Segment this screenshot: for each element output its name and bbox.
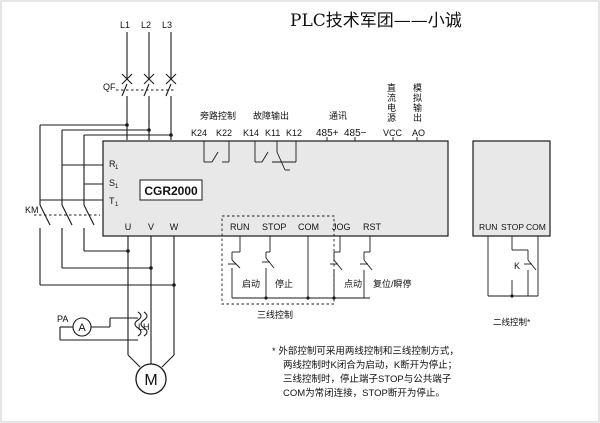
output-lines [126,236,176,355]
comm-terminal-stubs [326,137,418,141]
switch-jog-label: 点动 [344,279,362,289]
input-feed-lines [40,164,103,201]
header-dc-power: 直 流 电 源 [387,82,396,123]
motor-leads [127,354,175,368]
input-s1: S [109,178,115,188]
ctrl-rst: RST [363,222,382,232]
svg-text:输: 输 [413,102,422,113]
contactor-label: KM [25,205,39,215]
note-line-1: * 外部控制可采用两线控制和三线控制方式， [272,345,459,357]
svg-text:1: 1 [115,202,119,208]
output-v: V [148,222,154,232]
header-comm: 通讯 [329,111,347,121]
svg-text:模: 模 [413,83,422,93]
svg-text:拟: 拟 [413,92,422,103]
input-r1: R [109,159,116,169]
current-transformer-lh [134,311,148,337]
note-line-3: 三线控制时，停止端子STOP与公共端子 [283,373,452,385]
svg-text:直: 直 [387,82,396,93]
terminal-k22: K22 [216,128,232,138]
terminal-ao: AO [412,128,425,138]
svg-text:电: 电 [387,102,396,113]
two-wire-wiring [487,236,539,298]
switch-start-label: 启动 [242,278,260,289]
ctrl-stop: STOP [262,222,286,232]
ctrl-run: RUN [230,222,250,232]
model-label-box [139,179,203,201]
note-line-2: 两线控制时K闭合为启动，K断开为停止； [283,359,457,371]
terminal-k24: K24 [191,128,207,138]
svg-text:出: 出 [413,112,422,123]
bypass-contact [203,141,230,163]
header-fault: 故障输出 [253,110,289,121]
input-t1: T [109,196,115,206]
terminal-485p: 485+ [316,128,339,139]
ctrl-com: COM [298,222,319,232]
two-wire-switch-label: K [514,261,520,271]
switch-stop-label: 停止 [275,278,293,289]
svg-text:流: 流 [387,92,396,103]
ctrl-jog: JOG [332,222,351,232]
terminal-485n: 485− [344,128,367,139]
ammeter-label: PA [57,314,68,324]
fault-output-contacts [254,141,297,171]
header-bypass: 旁路控制 [200,110,236,121]
two-wire-caption: 二线控制* [493,317,531,327]
two-wire-stop: STOP [501,222,524,232]
ammeter-wiring [59,317,138,341]
svg-text:A: A [78,322,86,334]
breaker-qf [116,73,177,140]
two-wire-com: COM [526,222,546,232]
svg-text:1: 1 [115,165,119,171]
three-wire-caption: 三线控制 [257,309,293,320]
terminal-k11: K11 [265,128,280,138]
output-w: W [170,222,179,232]
terminal-vcc: VCC [383,128,403,138]
note-line-4: COM为常闭连接，STOP断开为停止。 [283,387,445,399]
supply-lines [126,32,172,78]
diagram-title: PLC技术军团——小诚 [290,11,462,31]
breaker-label: QF [103,82,116,92]
bypass-contactor-km [34,120,174,286]
phase-label-l3: L3 [162,20,172,30]
switch-reset-label: 复位/瞬停 [373,278,412,289]
terminal-k12: K12 [286,128,302,138]
svg-text:源: 源 [387,113,396,123]
transformer-label: LH [138,322,150,332]
model-label: CGR2000 [144,184,198,198]
terminal-k14: K14 [243,128,259,138]
header-analog-out: 模 拟 输 出 [413,83,422,123]
svg-text:1: 1 [115,184,119,190]
output-u: U [125,222,132,232]
phase-label-l1: L1 [120,20,130,30]
motor-symbol: M [144,372,157,389]
two-wire-run: RUN [479,222,497,232]
two-wire-box [472,140,551,237]
control-wiring [228,236,373,300]
phase-label-l2: L2 [141,20,151,30]
